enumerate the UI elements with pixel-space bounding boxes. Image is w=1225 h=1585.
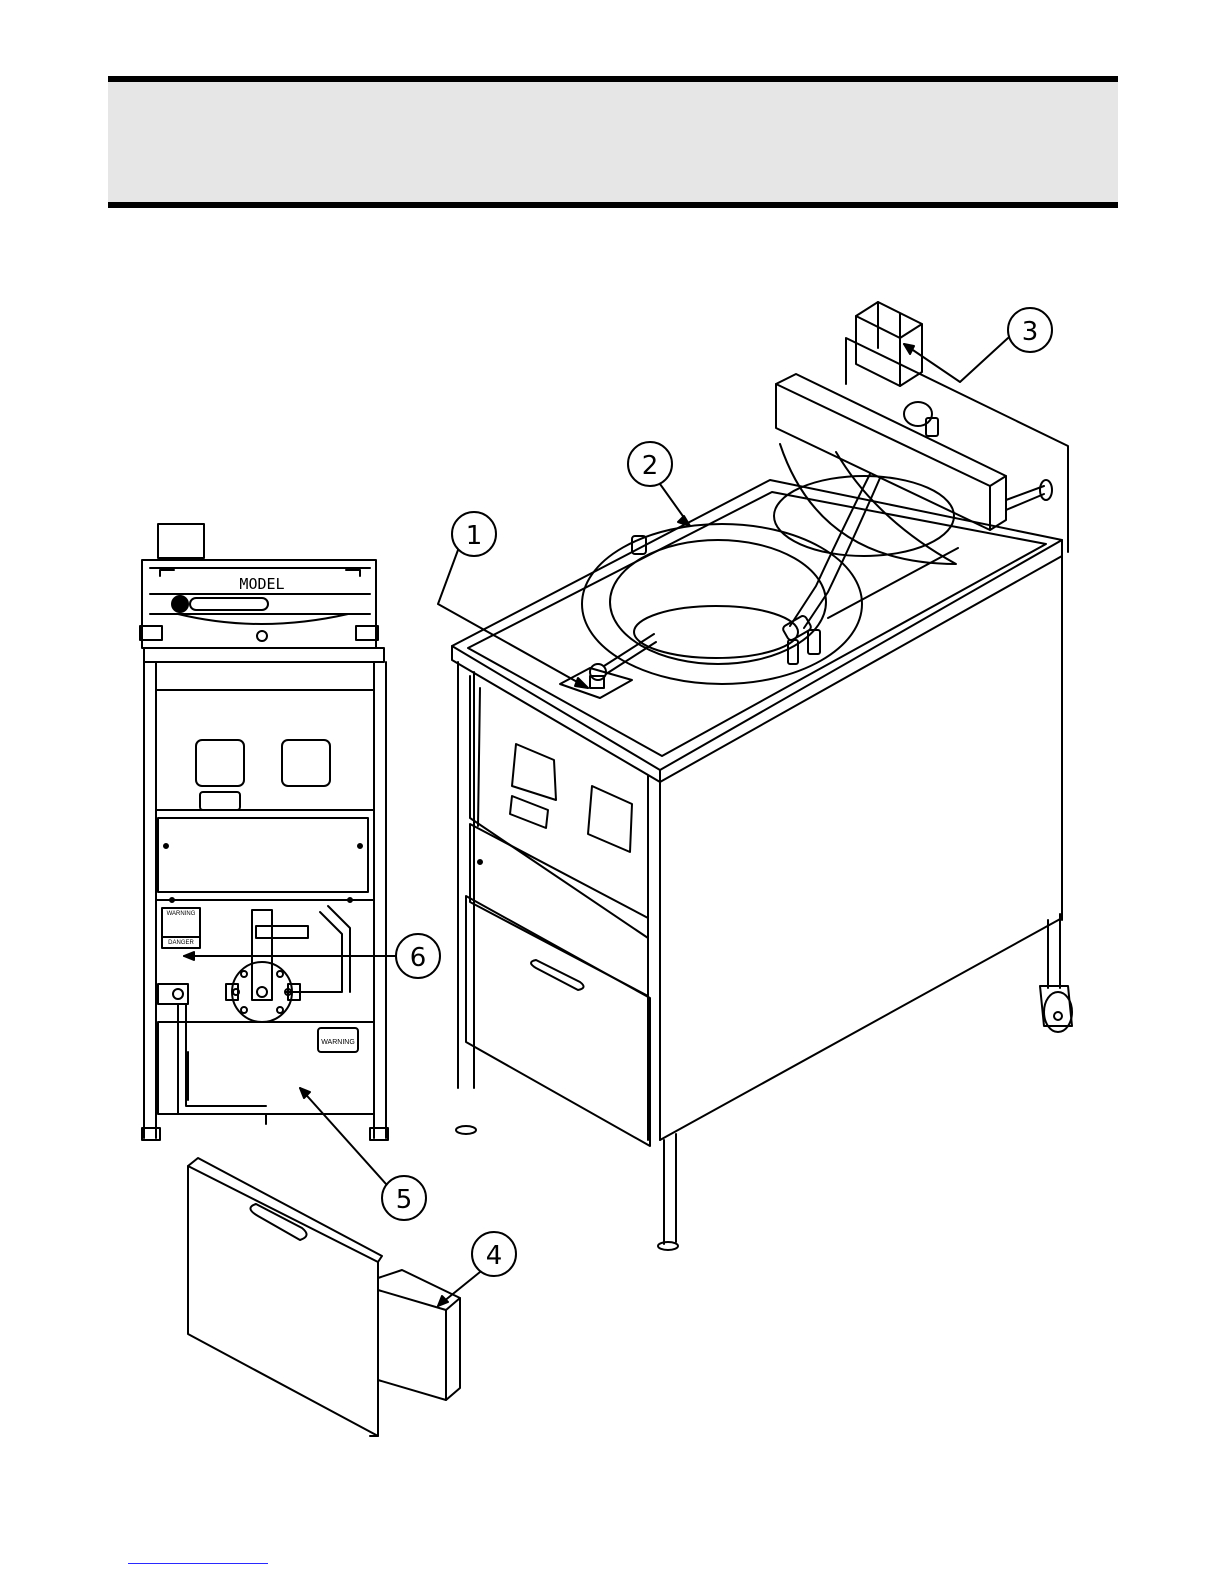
footer-link-underline[interactable] — [128, 1563, 268, 1564]
callout-3: 3 — [904, 308, 1052, 382]
callout-1-number: 1 — [466, 521, 483, 551]
callout-2-number: 2 — [642, 451, 659, 481]
model-plate-text: MODEL — [239, 575, 284, 593]
callout-6-number: 6 — [410, 943, 427, 973]
fryer-front-view: MODEL WARNING DANGER — [140, 524, 388, 1140]
callout-4: 4 — [438, 1232, 516, 1306]
warning-label-text-2: WARNING — [321, 1039, 355, 1046]
danger-label-text: DANGER — [168, 940, 194, 946]
callout-4-number: 4 — [486, 1241, 503, 1271]
callout-2: 2 — [628, 442, 690, 526]
warning-label-text: WARNING — [167, 911, 196, 917]
callout-6: 6 — [184, 934, 440, 978]
fryer-isometric-view — [452, 302, 1072, 1250]
callout-1: 1 — [438, 512, 588, 688]
drain-pan-door — [188, 1158, 460, 1436]
callout-5-number: 5 — [396, 1185, 413, 1215]
callout-3-number: 3 — [1022, 317, 1039, 347]
callout-5: 5 — [300, 1088, 426, 1220]
